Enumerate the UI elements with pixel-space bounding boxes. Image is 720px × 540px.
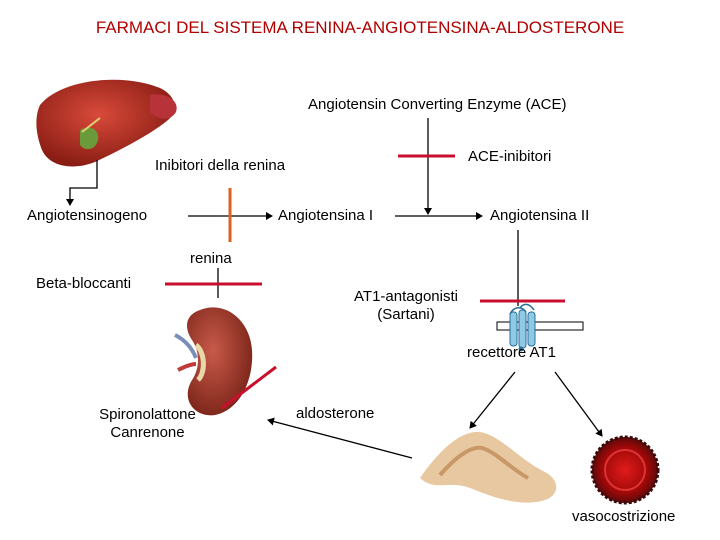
renin-label: renina bbox=[190, 250, 232, 267]
at1-receptor-label: recettore AT1 bbox=[467, 344, 556, 361]
vasoconstriction-label: vasocostrizione bbox=[572, 508, 676, 525]
spironolactone-label: Spironolattone Canrenone bbox=[80, 406, 215, 442]
spironolactone-line2: Canrenone bbox=[110, 424, 185, 441]
spironolactone-line1: Spironolattone bbox=[99, 406, 196, 423]
angiotensin-1-label: Angiotensina I bbox=[278, 207, 374, 224]
renin-inhibitors-label: Inibitori della renina bbox=[155, 157, 286, 174]
spironolactone-bar bbox=[221, 365, 277, 410]
ace-label: Angiotensin Converting Enzyme (ACE) bbox=[308, 96, 567, 113]
adrenal-gland-icon bbox=[420, 431, 557, 503]
blood-vessel-icon bbox=[590, 435, 660, 505]
page-title: FARMACI DEL SISTEMA RENINA-ANGIOTENSINA-… bbox=[95, 18, 625, 37]
ace-inhibitors-label: ACE-inibitori bbox=[468, 148, 552, 165]
liver-icon bbox=[36, 79, 177, 167]
kidney-icon bbox=[174, 307, 253, 416]
angiotensin-2-label: Angiotensina II bbox=[490, 207, 590, 224]
inhibitor-bars bbox=[165, 154, 565, 410]
at1-antagonists-line1: AT1-antagonisti bbox=[354, 288, 458, 305]
at1-antagonists-line2: (Sartani) bbox=[377, 306, 435, 323]
angiotensinogen-label: Angiotensinogeno bbox=[27, 207, 148, 224]
beta-blockers-label: Beta-bloccanti bbox=[36, 275, 132, 292]
aldosterone-label: aldosterone bbox=[296, 405, 375, 422]
receptor-icon bbox=[496, 303, 584, 352]
at1-antagonists-label: AT1-antagonisti (Sartani) bbox=[336, 288, 476, 324]
